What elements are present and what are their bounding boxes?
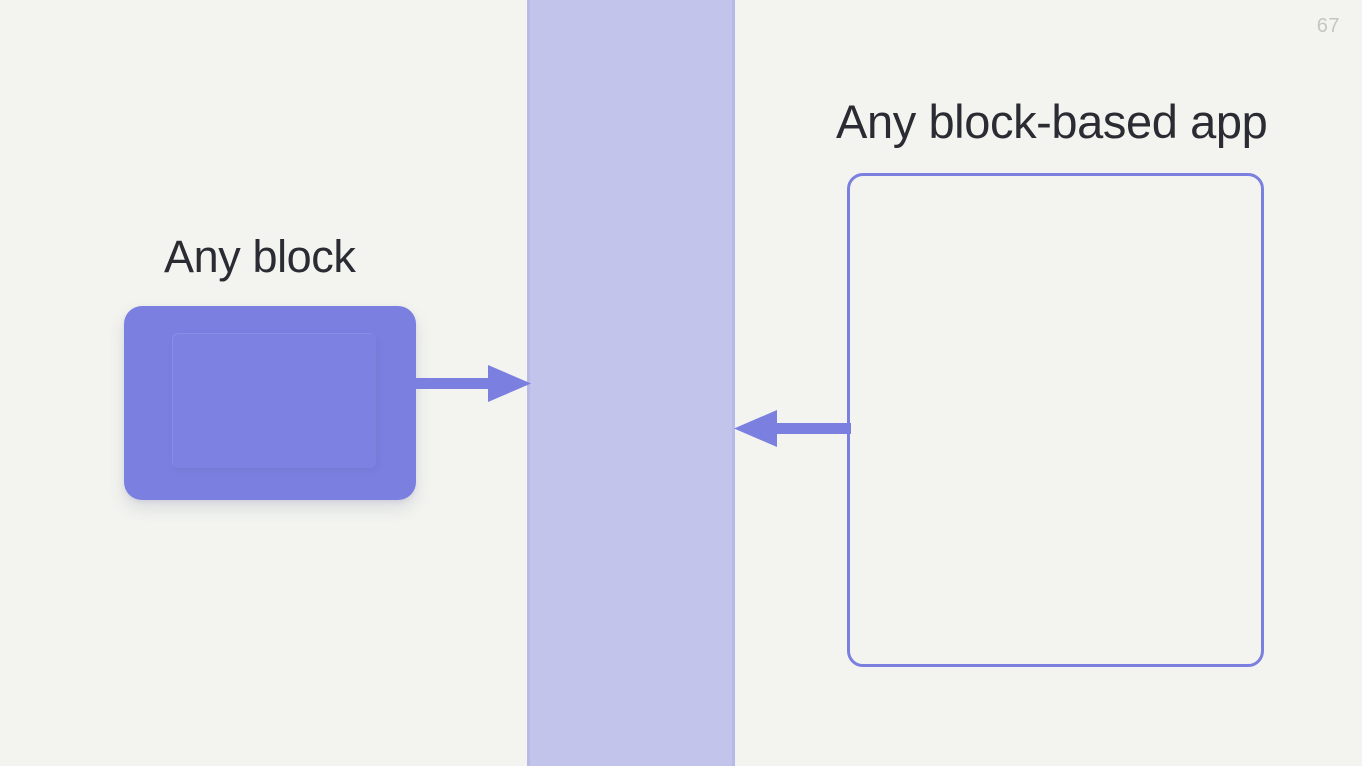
- any-block-inner-rect: [172, 333, 376, 468]
- center-band: [527, 0, 735, 766]
- arrow-right-icon: [414, 365, 531, 402]
- left-heading: Any block: [164, 231, 356, 282]
- arrow-left-icon: [734, 410, 851, 447]
- block-based-app-box: [847, 173, 1264, 667]
- right-heading: Any block-based app: [836, 95, 1268, 148]
- page-number: 67: [1316, 15, 1340, 37]
- any-block-shape: [124, 306, 416, 500]
